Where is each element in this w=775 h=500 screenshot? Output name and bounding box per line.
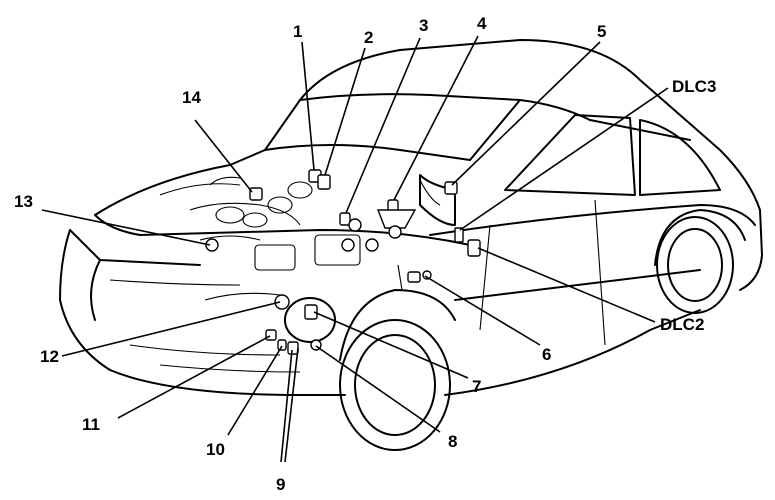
leader-9b bbox=[284, 347, 299, 463]
callout-9: 9 bbox=[276, 475, 285, 494]
callout-7: 7 bbox=[472, 377, 481, 396]
part-4-bracket bbox=[376, 209, 417, 229]
callout-10: 10 bbox=[206, 440, 225, 459]
part-13 bbox=[205, 238, 219, 252]
part-12 bbox=[274, 294, 290, 310]
part-11 bbox=[265, 329, 277, 341]
component-parts bbox=[205, 169, 481, 355]
leader-6 bbox=[424, 275, 541, 346]
part-9 bbox=[287, 341, 299, 355]
car-drawing bbox=[59, 39, 763, 451]
callout-1: 1 bbox=[293, 22, 302, 41]
part-5 bbox=[444, 181, 458, 195]
callout-dlc3: DLC3 bbox=[672, 77, 716, 96]
callout-4: 4 bbox=[477, 14, 487, 33]
callout-labels: 1 2 3 4 5 DLC3 14 13 DLC2 6 12 7 11 8 10… bbox=[14, 14, 716, 494]
leader-7 bbox=[313, 311, 469, 379]
leader-dlc2 bbox=[477, 247, 656, 323]
part-4-sensor bbox=[388, 225, 402, 239]
leader-3 bbox=[345, 37, 421, 214]
callout-6: 6 bbox=[542, 345, 551, 364]
leader-5 bbox=[451, 41, 601, 186]
callout-14: 14 bbox=[182, 88, 201, 107]
part-2 bbox=[317, 174, 331, 190]
callout-2: 2 bbox=[364, 28, 373, 47]
leader-10 bbox=[227, 345, 283, 436]
leader-lines bbox=[41, 35, 669, 463]
leader-2 bbox=[324, 47, 366, 176]
leader-14 bbox=[194, 119, 253, 193]
part-10 bbox=[277, 339, 287, 351]
callout-8: 8 bbox=[448, 432, 457, 451]
callout-13: 13 bbox=[14, 192, 33, 211]
part-3-valve bbox=[365, 238, 379, 252]
callout-12: 12 bbox=[40, 347, 59, 366]
leader-12 bbox=[61, 301, 281, 357]
part-14 bbox=[249, 187, 263, 201]
leader-8 bbox=[315, 345, 441, 433]
part-7 bbox=[304, 304, 318, 320]
leader-1 bbox=[301, 41, 315, 171]
callout-11: 11 bbox=[82, 415, 100, 434]
leader-dlc3 bbox=[459, 87, 669, 231]
part-6-pin bbox=[422, 270, 432, 280]
part-3-sensor bbox=[348, 218, 362, 232]
part-3 bbox=[339, 212, 351, 226]
leader-4 bbox=[393, 35, 479, 201]
callout-5: 5 bbox=[597, 22, 606, 41]
part-3-valve-b bbox=[341, 238, 355, 252]
connector-dlc3 bbox=[454, 227, 464, 243]
leader-11 bbox=[117, 335, 271, 419]
callout-3: 3 bbox=[419, 16, 428, 35]
leader-13 bbox=[41, 209, 211, 246]
leader-9a bbox=[280, 349, 293, 463]
callout-dlc2: DLC2 bbox=[660, 315, 704, 334]
part-6 bbox=[407, 271, 421, 283]
